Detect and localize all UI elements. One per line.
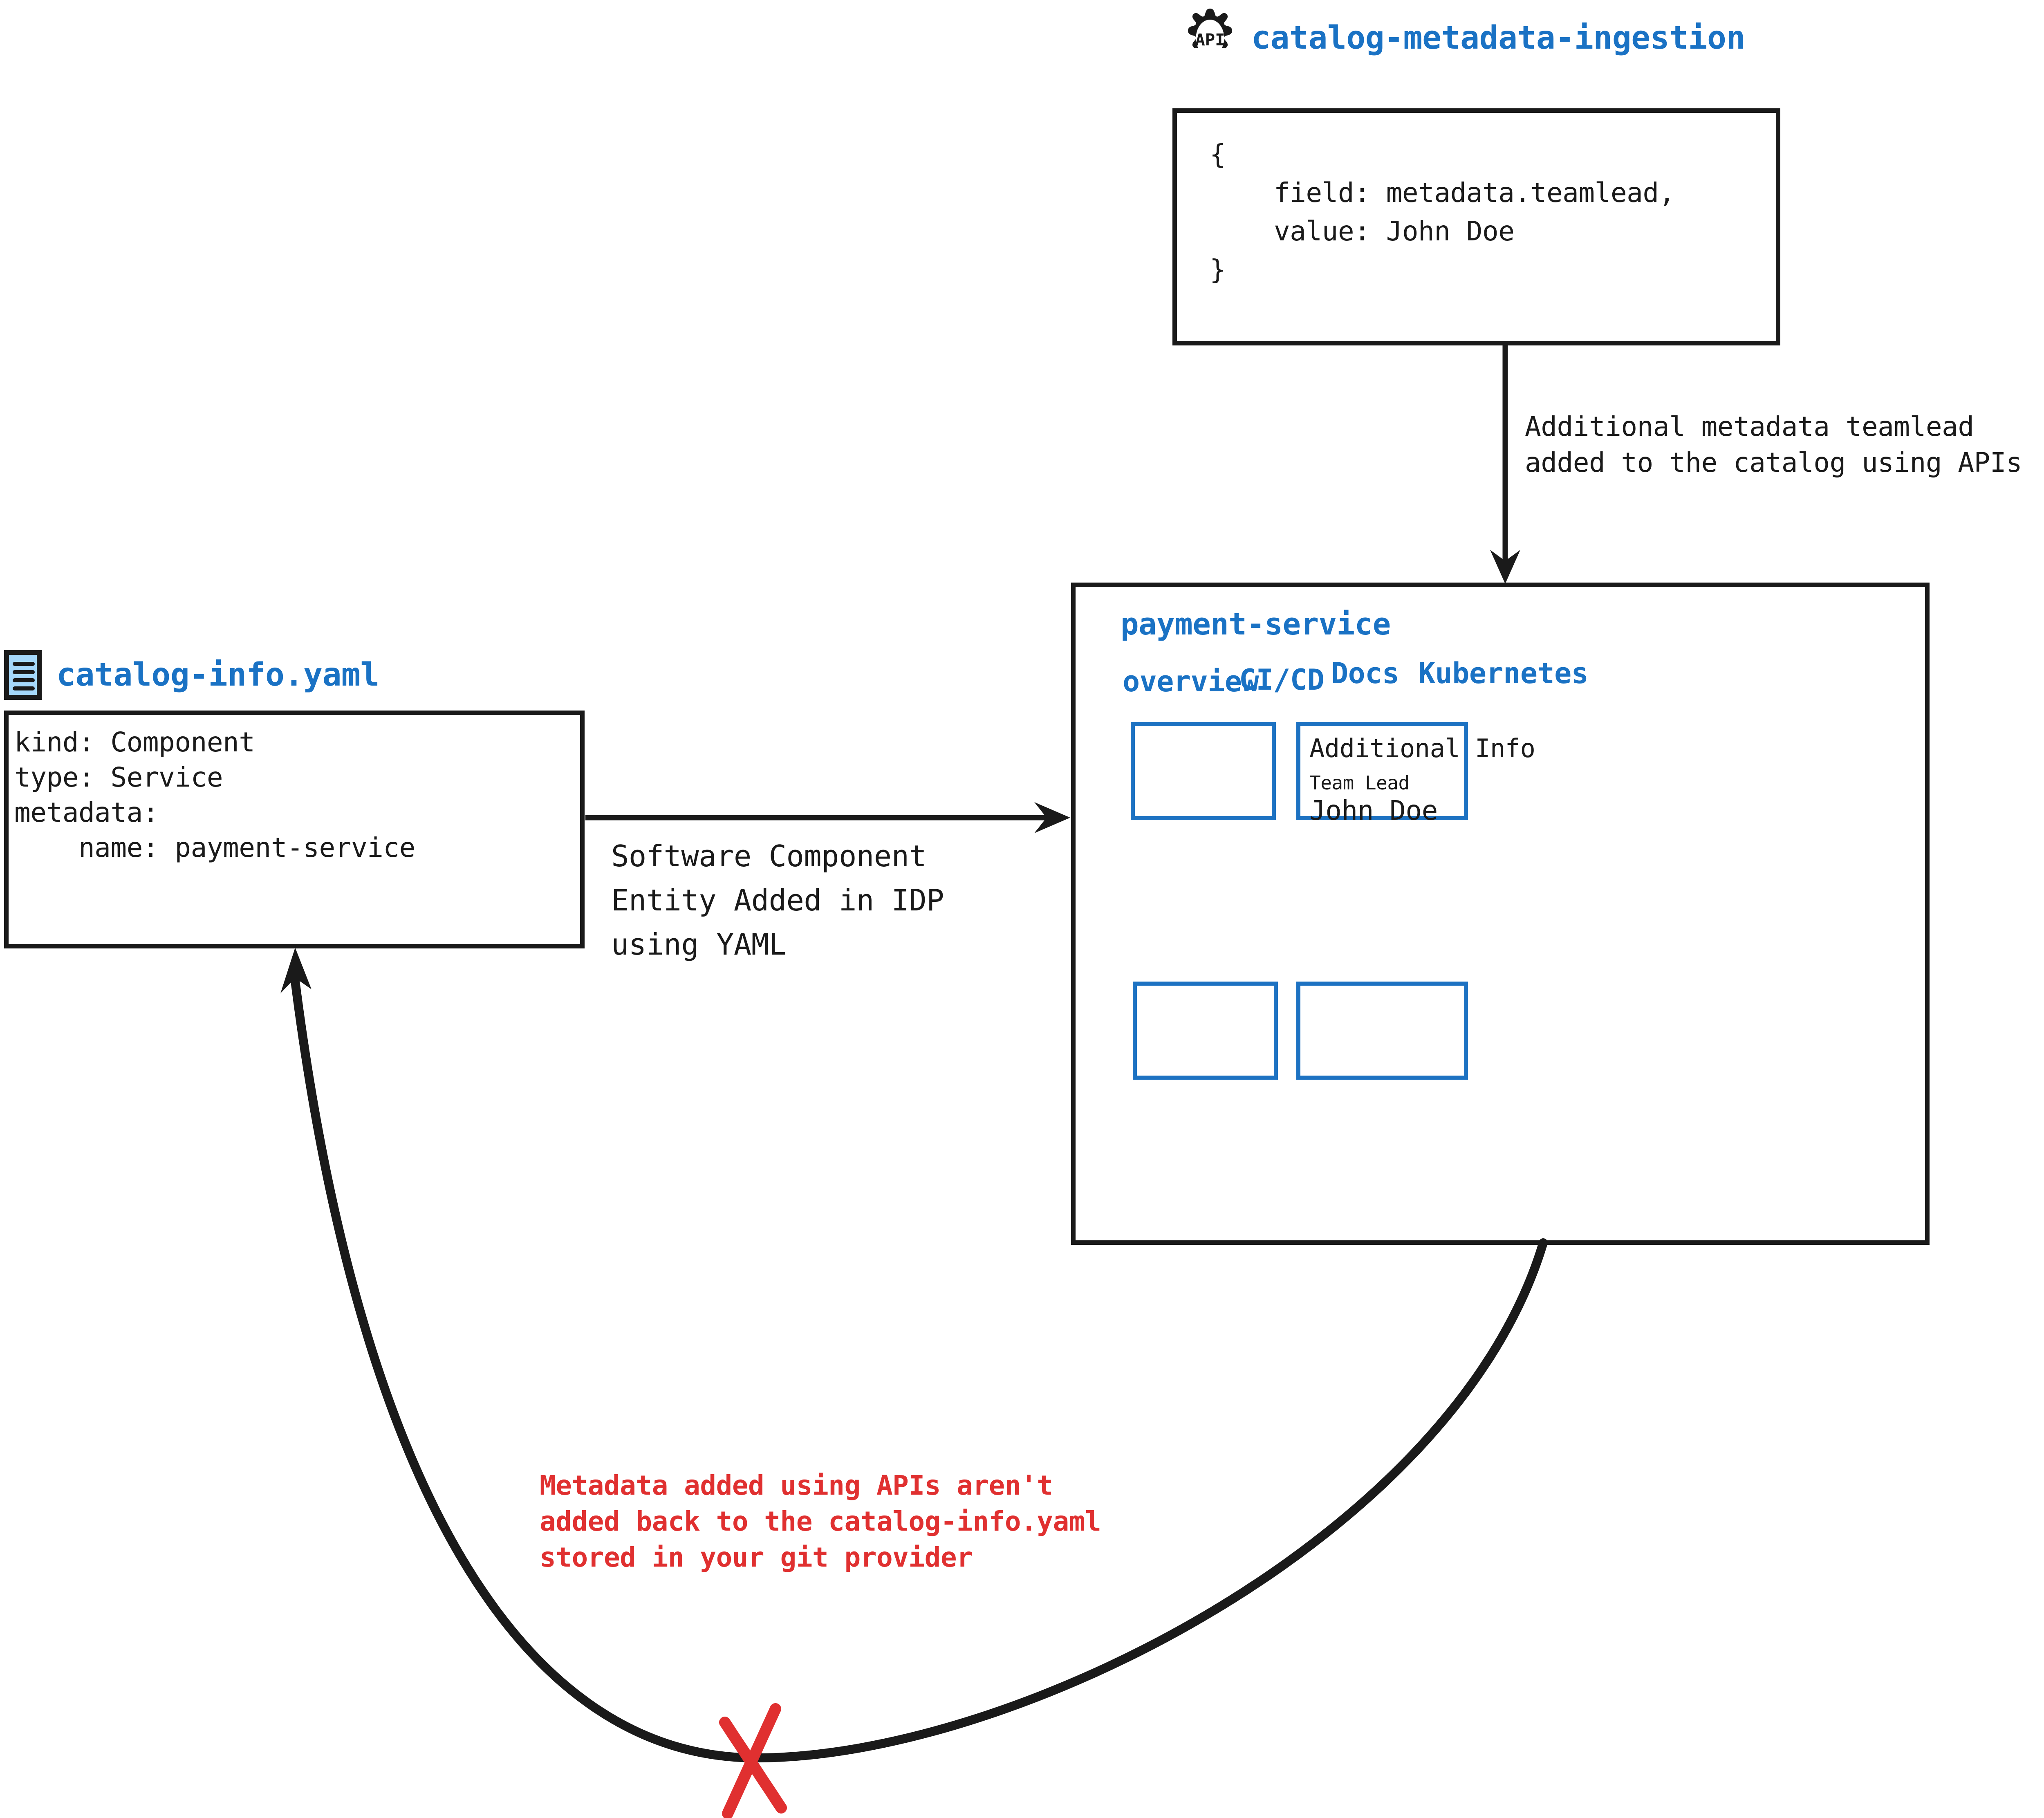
api-payload-box: { field: metadata.teamlead, value: John …	[1172, 108, 1780, 345]
api-source-header: API catalog-metadata-ingestion	[1179, 7, 1745, 69]
overview-card	[1131, 722, 1276, 820]
api-flow-label: Additional metadata teamlead added to th…	[1525, 411, 2022, 478]
tab-cicd[interactable]: CI/CD	[1239, 663, 1325, 697]
api-source-title: catalog-metadata-ingestion	[1251, 20, 1745, 56]
warning-text: Metadata added using APIs aren't added b…	[540, 1470, 1101, 1573]
lower-left-card	[1133, 982, 1278, 1080]
yaml-content-code: kind: Component type: Service metadata: …	[14, 726, 415, 863]
additional-info-card: Additional Info Team Lead John Doe	[1296, 722, 1535, 826]
red-x-mark	[719, 1703, 787, 1818]
team-lead-value: John Doe	[1309, 795, 1438, 826]
tab-overview[interactable]: overview	[1123, 665, 1259, 698]
yaml-file-icon	[4, 650, 42, 700]
team-lead-label: Team Lead	[1309, 772, 1410, 794]
api-gear-icon: API	[1188, 9, 1232, 56]
yaml-source-title: catalog-info.yaml	[56, 657, 379, 693]
yaml-source-header: catalog-info.yaml	[3, 649, 379, 701]
lower-right-card	[1296, 982, 1468, 1080]
svg-text:API: API	[1195, 30, 1225, 49]
api-payload-code: { field: metadata.teamlead, value: John …	[1210, 139, 1675, 285]
tab-kubernetes[interactable]: Kubernetes	[1418, 657, 1589, 690]
yaml-content-box: kind: Component type: Service metadata: …	[4, 711, 585, 948]
yaml-flow-arrow	[585, 802, 1070, 833]
yaml-flow-label: Software Component Entity Added in IDP u…	[611, 839, 944, 962]
api-flow-arrow	[1490, 345, 1520, 584]
entity-panel: payment-service overview CI/CD Docs Kube…	[1071, 583, 1930, 1245]
tab-docs[interactable]: Docs	[1331, 657, 1399, 690]
entity-panel-title: payment-service	[1121, 607, 1391, 642]
additional-info-heading: Additional Info	[1309, 733, 1535, 763]
